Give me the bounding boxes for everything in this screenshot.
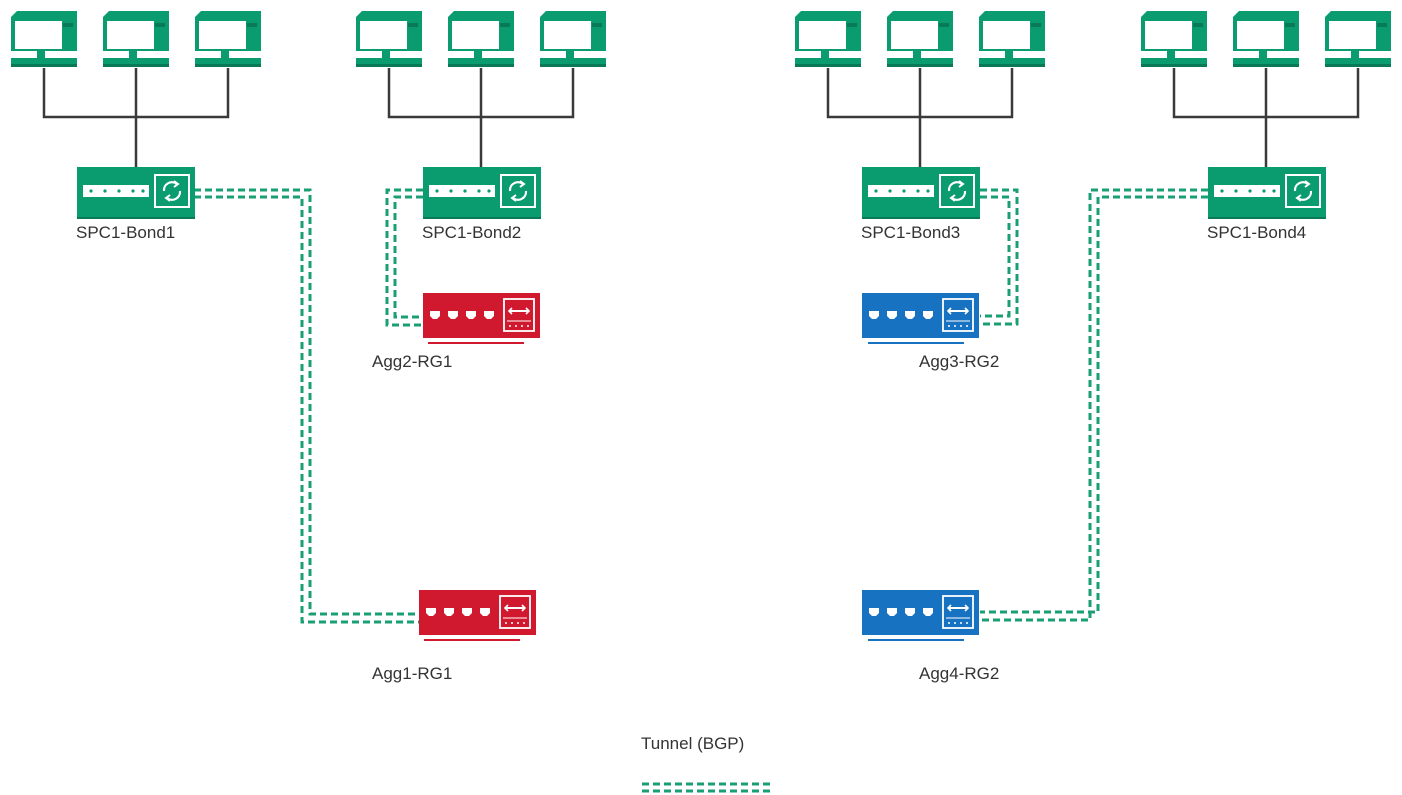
desktop-computer-icon[interactable] — [979, 11, 1045, 67]
node-label-agg4-rg2: Agg4-RG2 — [919, 664, 999, 683]
tunnel-bond3-agg3 — [980, 188, 1019, 326]
tunnel-bond2-agg2 — [385, 188, 424, 327]
legend: Tunnel (BGP) — [641, 734, 770, 793]
tunnel-bond1-agg1 — [194, 188, 420, 616]
node-label-agg1-rg1: Agg1-RG1 — [372, 664, 452, 683]
computer-group-1 — [11, 11, 261, 67]
node-label-spc1-bond4: SPC1-Bond4 — [1207, 223, 1306, 242]
legend-label: Tunnel (BGP) — [641, 734, 744, 753]
tunnel-bond3-agg3-inner — [980, 195, 1011, 318]
desktop-computer-icon[interactable] — [1141, 11, 1207, 67]
sync-icon — [1206, 165, 1328, 221]
agg2-rg1-node[interactable]: Agg2-RG1 — [372, 293, 540, 371]
desktop-computer-icon[interactable] — [195, 11, 261, 67]
desktop-computer-icon[interactable] — [795, 11, 861, 67]
tunnel-bond4-agg4-inner — [980, 195, 1208, 614]
agg3-rg2-node[interactable]: Agg3-RG2 — [862, 293, 999, 371]
desktop-computer-icon[interactable] — [1325, 11, 1391, 67]
sync-icon — [421, 165, 543, 221]
desktop-computer-icon[interactable] — [540, 11, 606, 67]
desktop-computer-icon[interactable] — [448, 11, 514, 67]
tunnel-bond2-agg2-inner — [393, 195, 424, 319]
lan-wire-group-3 — [826, 68, 1014, 168]
desktop-computer-icon[interactable] — [1233, 11, 1299, 67]
computer-group-3 — [795, 11, 1045, 67]
spc1-bond3-node[interactable]: SPC1-Bond3 — [860, 165, 982, 242]
tunnels — [194, 188, 1208, 624]
desktop-computer-icon[interactable] — [11, 11, 77, 67]
spc1-bond4-node[interactable]: SPC1-Bond4 — [1206, 165, 1328, 242]
node-label-spc1-bond2: SPC1-Bond2 — [422, 223, 521, 242]
desktop-computer-icon[interactable] — [887, 11, 953, 67]
node-label-spc1-bond1: SPC1-Bond1 — [76, 223, 175, 242]
sync-icon — [75, 165, 197, 221]
computer-group-4 — [1141, 11, 1391, 67]
agg1-rg1-node[interactable]: Agg1-RG1 — [372, 590, 536, 683]
lan-wire-group-2 — [387, 68, 575, 168]
node-label-agg2-rg1: Agg2-RG1 — [372, 352, 452, 371]
desktop-computer-icon[interactable] — [103, 11, 169, 67]
tunnel-bond1-agg1-inner — [194, 195, 420, 624]
node-label-spc1-bond3: SPC1-Bond3 — [861, 223, 960, 242]
spc1-bond1-node[interactable]: SPC1-Bond1 — [75, 165, 197, 242]
sync-icon — [860, 165, 982, 221]
lan-wires — [42, 68, 1360, 168]
desktop-computer-icon[interactable] — [356, 11, 422, 67]
legend-tunnel-swatch — [642, 782, 770, 793]
spc1-bond2-node[interactable]: SPC1-Bond2 — [421, 165, 543, 242]
computer-group-2 — [356, 11, 606, 67]
node-label-agg3-rg2: Agg3-RG2 — [919, 352, 999, 371]
lan-wire-group-4 — [1172, 68, 1360, 168]
tunnel-bond4-agg4 — [980, 188, 1208, 622]
agg4-rg2-node[interactable]: Agg4-RG2 — [862, 590, 999, 683]
lan-wire-group-1 — [42, 68, 230, 168]
